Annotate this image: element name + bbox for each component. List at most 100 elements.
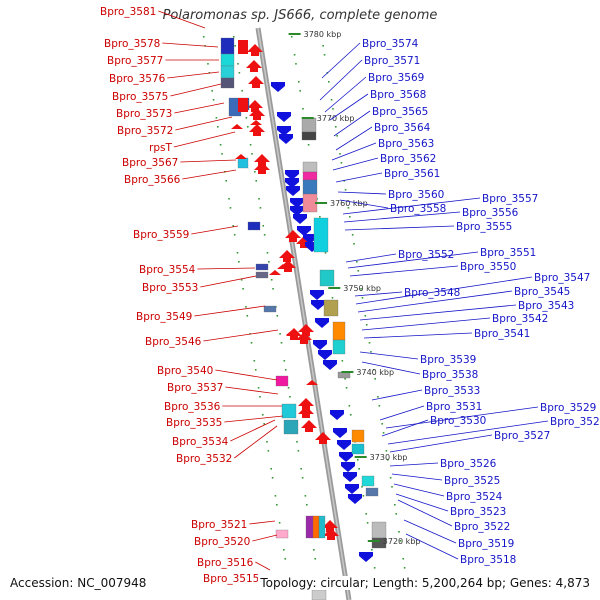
- track-dot: [324, 252, 327, 254]
- gene-block: [255, 271, 269, 279]
- track-dot: [356, 261, 358, 263]
- gene-block: [351, 429, 365, 443]
- track-dot: [313, 549, 315, 551]
- track-dot: [394, 504, 396, 506]
- track-dot: [336, 135, 338, 137]
- track-dot: [371, 549, 373, 551]
- right-gene-label: Bpro_3560: [388, 189, 444, 201]
- gene-arrow-reverse: [290, 206, 304, 216]
- gene-arrow-forward: [277, 264, 289, 269]
- gene-arrow-reverse: [290, 198, 304, 208]
- gene-arrow-forward: [315, 432, 331, 444]
- left-label-connector: [215, 369, 278, 381]
- track-dot: [271, 477, 274, 479]
- track-dot: [254, 171, 256, 173]
- gene-arrow-forward: [250, 120, 262, 125]
- gene-arrow-reverse: [285, 178, 299, 188]
- track-dot: [270, 468, 272, 470]
- track-dot: [361, 486, 363, 488]
- right-label-connector: [361, 317, 491, 331]
- right-gene-label: Bpro_3522: [454, 521, 510, 533]
- track-dot: [347, 207, 350, 209]
- gene-block: [332, 321, 346, 341]
- track-dot: [370, 351, 372, 353]
- track-dot: [362, 495, 365, 497]
- track-dot: [364, 315, 367, 317]
- track-dot: [246, 126, 249, 128]
- right-gene-label: Bpro_3565: [372, 106, 428, 118]
- track-dot: [307, 144, 310, 146]
- gene-arrow-forward: [298, 324, 314, 336]
- right-label-connector: [397, 499, 453, 527]
- left-gene-label: Bpro_3578: [104, 38, 160, 50]
- track-dot: [267, 450, 270, 452]
- track-dot: [304, 495, 307, 497]
- gene-arrow-reverse: [315, 318, 329, 328]
- right-label-connector: [354, 291, 403, 297]
- gene-arrow-forward: [247, 44, 263, 56]
- gene-arrow-forward: [306, 380, 318, 385]
- left-gene-label: Bpro_3516: [197, 557, 254, 569]
- track-dot: [261, 414, 264, 416]
- right-label-connector: [335, 126, 373, 151]
- gene-block: [312, 515, 320, 539]
- gene-arrow-forward: [247, 100, 263, 112]
- gene-arrow-reverse: [277, 126, 291, 136]
- left-gene-label: Bpro_3549: [136, 311, 192, 323]
- accession-text: Accession: NC_007948: [10, 576, 147, 590]
- gene-arrow-reverse: [311, 300, 325, 310]
- left-gene-label: Bpro_3581: [100, 6, 156, 18]
- track-dot: [245, 306, 247, 308]
- right-gene-label: Bpro_3557: [482, 193, 538, 205]
- gene-arrow-reverse: [318, 350, 332, 360]
- right-label-connector: [345, 253, 397, 263]
- right-label-connector: [339, 199, 389, 209]
- gene-arrow-reverse: [359, 552, 373, 562]
- gene-block: [281, 403, 297, 419]
- right-label-connector: [324, 76, 367, 113]
- tick-label: 3780 kbp: [304, 30, 342, 39]
- track-dot: [332, 108, 334, 110]
- track-dot: [351, 234, 354, 236]
- gene-arrow-reverse: [333, 428, 347, 438]
- left-label-connector: [158, 10, 206, 29]
- track-dot: [296, 441, 298, 443]
- left-gene-label: Bpro_3520: [194, 536, 250, 548]
- track-dot: [211, 90, 213, 92]
- track-dot: [356, 459, 359, 461]
- track-dot: [365, 513, 368, 515]
- gene-block: [237, 157, 249, 169]
- track-dot: [386, 459, 389, 461]
- track-dot: [389, 477, 392, 479]
- right-label-connector: [355, 276, 533, 305]
- right-gene-label: Bpro_3531: [426, 401, 482, 413]
- gene-arrow-reverse: [313, 340, 327, 350]
- track-dot: [241, 90, 243, 92]
- right-gene-label: Bpro_3524: [446, 491, 503, 503]
- gene-arrow-forward: [235, 154, 247, 159]
- track-dot: [403, 567, 406, 569]
- track-dot: [233, 234, 236, 236]
- gene-arrow-reverse: [279, 134, 293, 144]
- track-dot: [306, 504, 308, 506]
- track-dot: [229, 207, 232, 209]
- gene-arrow-forward: [249, 108, 265, 120]
- left-gene-label: Bpro_3540: [157, 365, 213, 377]
- left-gene-labels: Bpro_3581Bpro_3578Bpro_3577Bpro_3576Bpro…: [100, 6, 284, 586]
- track-dot: [345, 387, 348, 389]
- track-dot: [302, 108, 304, 110]
- left-gene-label: rpsT: [149, 142, 172, 154]
- right-gene-label: Bpro_3541: [474, 328, 530, 340]
- track-dot: [349, 414, 352, 416]
- track-dot: [236, 252, 239, 254]
- gene-arrow-reverse: [341, 462, 355, 472]
- right-label-connector: [363, 332, 473, 339]
- track-dot: [360, 288, 362, 290]
- gene-arrow-reverse: [323, 360, 337, 370]
- track-dot: [262, 225, 265, 227]
- track-dot: [219, 144, 222, 146]
- track-dot: [228, 198, 230, 200]
- left-gene-label: Bpro_3559: [133, 229, 189, 241]
- gene-arrow-forward: [286, 330, 298, 335]
